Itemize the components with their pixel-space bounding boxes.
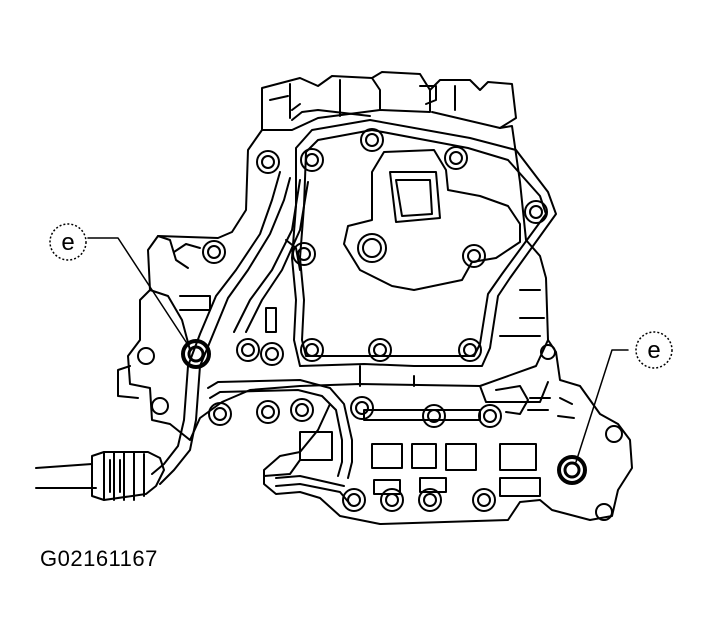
bolt	[368, 338, 392, 362]
highlighted-bolt-left	[181, 339, 211, 369]
highlighted-bolt-right	[557, 455, 587, 485]
side-lugs	[117, 344, 623, 521]
bolt	[300, 338, 324, 362]
bolt	[462, 244, 486, 268]
bolt	[444, 146, 468, 170]
plate-cavities	[343, 149, 521, 291]
callout-right: e	[635, 331, 673, 369]
internal-passages	[173, 243, 575, 497]
bolt	[524, 200, 548, 224]
main-housing	[127, 125, 633, 525]
regular-bolts	[202, 128, 548, 512]
bolt	[208, 402, 232, 426]
bolt	[256, 150, 280, 174]
bolt	[342, 488, 366, 512]
bolt	[478, 404, 502, 428]
bolt	[418, 488, 442, 512]
harness-connector	[35, 451, 165, 501]
figure-id: G02161167	[40, 546, 158, 571]
callout-label-left: e	[61, 229, 74, 256]
bolt	[236, 338, 260, 362]
bolt	[472, 488, 496, 512]
bolt	[422, 404, 446, 428]
callout-left: e	[49, 223, 87, 261]
callout-label-right: e	[647, 337, 660, 364]
bolt	[360, 128, 384, 152]
bolt	[260, 342, 284, 366]
leader-line-left	[87, 237, 191, 349]
fluid-pipes	[151, 103, 371, 505]
leader-line-right	[575, 349, 629, 463]
bolt	[300, 148, 324, 172]
bolt	[290, 398, 314, 422]
bolt	[350, 396, 374, 420]
bolt	[256, 400, 280, 424]
bolt	[202, 240, 226, 264]
solenoid-housings	[261, 71, 517, 131]
bolt	[458, 338, 482, 362]
bolt	[292, 242, 316, 266]
bolt	[380, 488, 404, 512]
